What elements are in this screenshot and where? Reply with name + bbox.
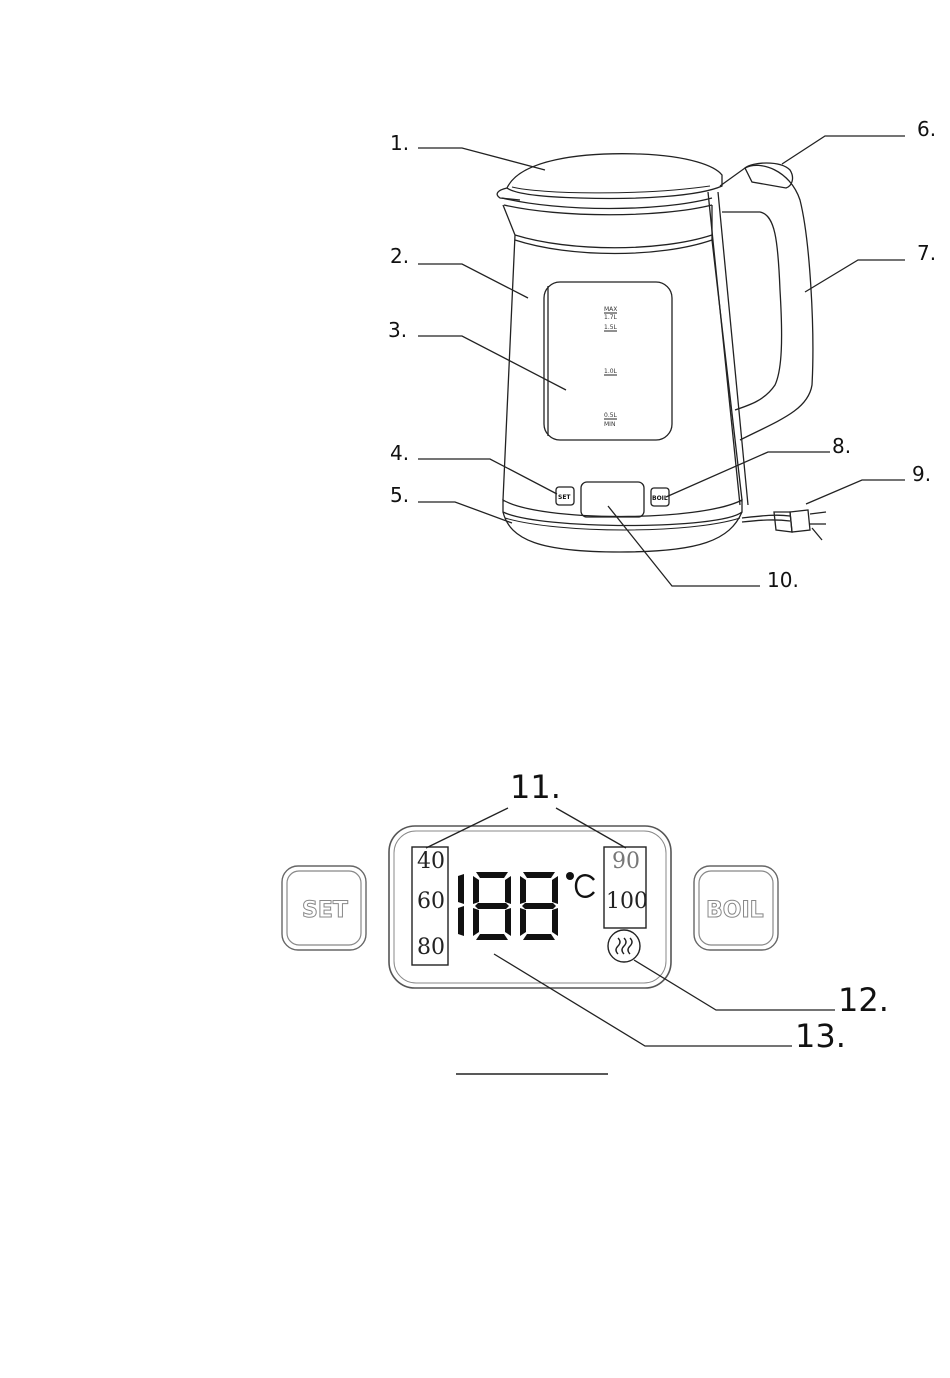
- callout-6: 6.: [917, 117, 936, 141]
- callout-5: 5.: [390, 483, 409, 507]
- callout-13: 13.: [795, 1017, 846, 1055]
- degree-dot: [566, 872, 574, 880]
- kettle-handle: [720, 165, 813, 440]
- temp-40: 40: [417, 849, 445, 874]
- callout-11: 11.: [510, 768, 561, 806]
- svg-text:1.7L: 1.7L: [604, 314, 618, 321]
- svg-text:1.0L: 1.0L: [604, 368, 618, 375]
- panel-set-button: SET: [282, 866, 366, 950]
- svg-text:MAX: MAX: [604, 306, 617, 313]
- kettle-lid: [507, 154, 722, 199]
- callout-8: 8.: [832, 434, 851, 458]
- svg-text:SET: SET: [302, 898, 348, 923]
- celsius-icon: [576, 875, 594, 897]
- callout-2: 2.: [390, 244, 409, 268]
- callout-3: 3.: [388, 318, 407, 342]
- svg-text:BOIL: BOIL: [652, 495, 668, 502]
- callout-4: 4.: [390, 441, 409, 465]
- kettle-callouts: 1. 2. 3. 4. 5. 6. 7. 8. 9. 10.: [388, 117, 936, 592]
- power-plug: [774, 510, 826, 540]
- callout-9: 9.: [912, 462, 931, 486]
- water-level-scale: MAX 1.7L 1.5L 1.0L 0.5L MIN: [604, 306, 618, 428]
- keep-warm-icon: [608, 930, 640, 962]
- kettle-base: [503, 500, 742, 526]
- temp-90: 90: [612, 849, 640, 874]
- segment-display: [458, 872, 594, 940]
- control-panel-diagram: SET BOIL 40 60 80 90 100: [282, 768, 889, 1055]
- left-temperature-box: 40 60 80: [412, 847, 448, 965]
- kettle-leader-lines: [418, 136, 905, 586]
- temp-100: 100: [606, 889, 648, 914]
- power-cord: [742, 515, 790, 518]
- svg-text:0.5L: 0.5L: [604, 412, 618, 419]
- callout-12: 12.: [838, 981, 889, 1019]
- panel-boil-button: BOIL: [694, 866, 778, 950]
- digit-8-a: [473, 872, 511, 940]
- svg-text:SET: SET: [558, 494, 571, 501]
- digit-8-b: [520, 872, 558, 940]
- callout-7: 7.: [917, 241, 936, 265]
- callout-10: 10.: [767, 568, 799, 592]
- right-temperature-box: 90 100: [604, 847, 648, 928]
- temp-80: 80: [417, 935, 445, 960]
- kettle-drawing: MAX 1.7L 1.5L 1.0L 0.5L MIN SET BOIL: [497, 154, 826, 552]
- svg-text:BOIL: BOIL: [706, 898, 764, 923]
- temp-60: 60: [417, 889, 445, 914]
- callout-1: 1.: [390, 131, 409, 155]
- svg-text:1.5L: 1.5L: [604, 324, 618, 331]
- svg-text:MIN: MIN: [604, 421, 615, 428]
